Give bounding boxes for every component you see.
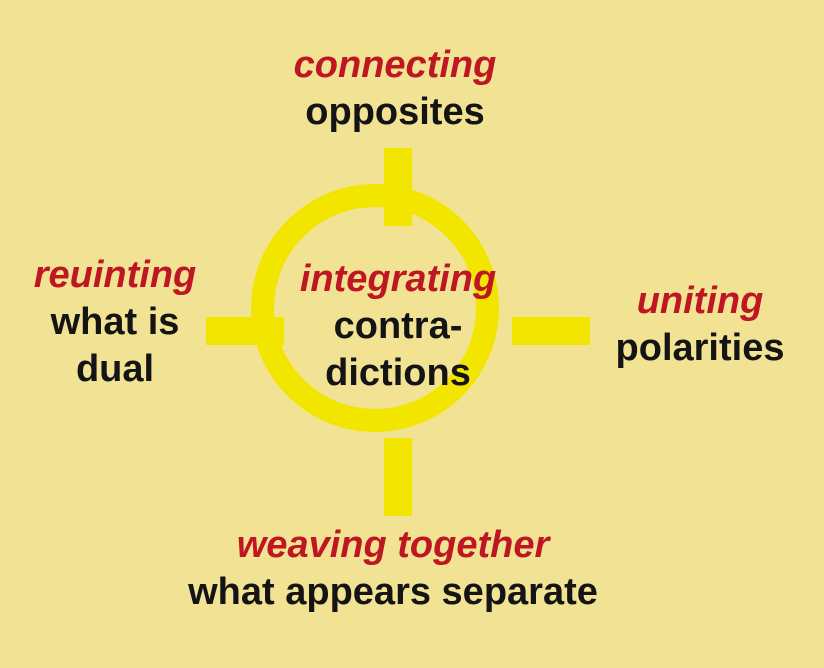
label-top: connecting opposites [195,42,595,136]
crosshair-bottom-tick [384,438,412,516]
label-center-black-text-line2: dictions [325,352,471,395]
label-right-red-text: uniting [636,280,764,322]
crosshair-right-tick [512,317,590,345]
label-bottom: weaving together what appears separate [113,522,673,616]
label-bottom-black-text: what appears separate [188,571,598,614]
label-center-black-text-line1: contra- [333,305,463,348]
label-left-black-text-line2: dual [75,348,155,391]
crosshair-top-tick [384,148,412,226]
label-left-red-text: reuinting [33,254,197,296]
crosshair-left-tick [206,317,284,345]
label-top-red-text: connecting [293,44,497,86]
label-center-red-text: integrating [299,258,497,300]
label-left-black-text-line1: what is [50,301,180,344]
label-bottom-red-text: weaving together [236,524,550,566]
label-right-black-text: polarities [615,327,785,370]
label-left: reuinting what is dual [5,252,225,393]
label-top-black-text: opposites [305,91,485,134]
label-right: uniting polarities [585,278,815,372]
label-center: integrating contra- dictions [268,256,528,397]
